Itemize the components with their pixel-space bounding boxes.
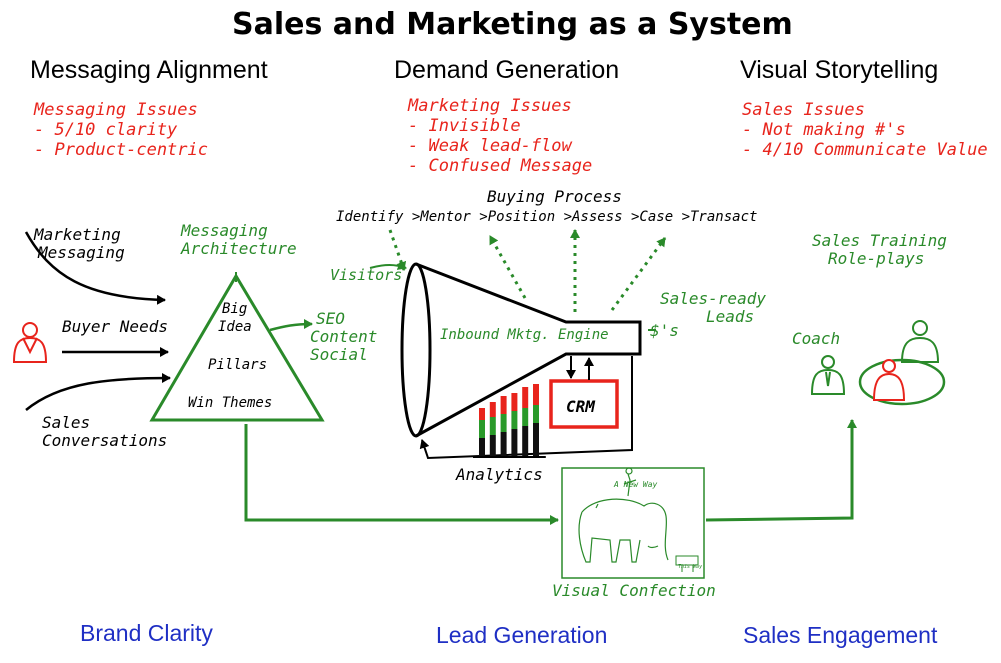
analytics-feedback-loop: [419, 356, 633, 460]
sales-issues-heading: Sales Issues: [742, 100, 865, 120]
messaging-architecture-triangle: [149, 273, 325, 422]
visitors-label: Visitors: [330, 266, 403, 284]
funnel-body: [415, 262, 642, 438]
salesperson-figure-icon: [872, 359, 906, 401]
visual-confection-frame: [561, 467, 705, 579]
big-idea-line: Big: [222, 301, 248, 317]
column-header-messaging-alignment: Messaging Alignment: [30, 56, 268, 84]
signpost-text: This Way: [678, 564, 703, 570]
visual-confection-caption: A New Way: [614, 480, 658, 489]
analytics-chart: [473, 384, 546, 458]
analytics-label: Analytics: [456, 465, 543, 484]
messaging-issues-heading: Messaging Issues: [34, 100, 198, 120]
messaging-issue-item: - 5/10 clarity: [34, 120, 178, 140]
buying-process-arrows: [388, 229, 667, 312]
visual-confection-label: Visual Confection: [552, 581, 716, 600]
sales-training-label: Sales Training Role-plays: [812, 232, 947, 268]
coach-label: Coach: [792, 329, 841, 348]
analytics-bar-segment: [522, 387, 529, 408]
big-idea-line: Idea: [218, 319, 252, 335]
buyer-needs-label: Buyer Needs: [62, 317, 168, 336]
trainee-figure-icon: [900, 320, 940, 363]
channel-social: Social: [310, 345, 368, 364]
sales-training-line: Role-plays: [828, 249, 925, 268]
analytics-bar-segment: [500, 414, 507, 432]
marketing-issues-list: Marketing Issues - Invisible - Weak lead…: [408, 96, 592, 176]
sales-ready-leads-line: Leads: [706, 307, 755, 326]
analytics-bar-segment: [500, 396, 507, 414]
analytics-bar-segment: [511, 429, 518, 456]
channel-seo: SEO: [316, 309, 345, 328]
sales-ready-leads-line: Sales-ready: [660, 289, 766, 308]
messaging-architecture-label: Messaging Architecture: [181, 222, 297, 258]
bottom-label-brand-clarity: Brand Clarity: [80, 620, 213, 646]
messaging-architecture-line: Architecture: [181, 239, 297, 258]
analytics-bar-segment: [533, 405, 539, 423]
sales-issues-list: Sales Issues - Not making #'s - 4/10 Com…: [742, 100, 988, 160]
analytics-bar-segment: [489, 402, 496, 417]
marketing-messaging-label: Marketing Messaging: [34, 226, 125, 262]
analytics-bar-segment: [489, 417, 496, 435]
big-idea-label: Big Idea: [218, 300, 252, 336]
pillars-label: Pillars: [208, 357, 268, 373]
coach-figure-icon: [810, 355, 846, 395]
signpost-icon: [675, 555, 699, 572]
analytics-bar-segment: [511, 393, 518, 411]
funnel-mouth: [400, 262, 432, 438]
buyer-figure-icon: [12, 322, 48, 363]
analytics-bar-segment: [479, 438, 485, 456]
analytics-bar-segment: [489, 435, 496, 456]
sales-ready-leads-label: Sales-ready Leads: [660, 290, 766, 326]
analytics-bar-segment: [533, 423, 539, 456]
bottom-label-sales-engagement: Sales Engagement: [743, 622, 938, 648]
sales-conversations-arrow: [25, 373, 171, 411]
bottom-label-lead-generation: Lead Generation: [436, 622, 608, 648]
win-themes-label: Win Themes: [188, 395, 273, 411]
channels-arrow: [269, 319, 313, 332]
sales-conversations-line: Sales: [42, 413, 91, 432]
sales-issue-item: - 4/10 Communicate Value: [742, 140, 988, 160]
marketing-issue-item: - Weak lead-flow: [408, 136, 572, 156]
sales-flow-arrow: [705, 419, 857, 522]
messaging-issues-list: Messaging Issues - 5/10 clarity - Produc…: [34, 100, 208, 160]
channel-content: Content: [310, 327, 378, 346]
messaging-architecture-line: Messaging: [181, 221, 268, 240]
buying-process-title: Buying Process: [487, 187, 622, 206]
analytics-bar-segment: [522, 426, 529, 456]
messaging-issue-item: - Product-centric: [34, 140, 208, 160]
sales-conversations-line: Conversations: [42, 431, 168, 450]
elephant-icon: [578, 467, 669, 563]
marketing-messaging-line: Messaging: [38, 243, 125, 262]
marketing-issue-item: - Invisible: [408, 116, 521, 136]
channels-label: SEO Content Social: [310, 310, 377, 364]
analytics-bar-segment: [511, 411, 518, 429]
analytics-bar-segment: [500, 432, 507, 456]
analytics-bar-segment: [479, 420, 485, 438]
column-header-demand-generation: Demand Generation: [394, 56, 620, 84]
dollars-label: $'s: [650, 321, 679, 340]
analytics-bar-segment: [479, 408, 485, 420]
crm-label: CRM: [566, 397, 595, 416]
marketing-issue-item: - Confused Message: [408, 156, 593, 176]
column-header-visual-storytelling: Visual Storytelling: [740, 56, 939, 84]
page-title: Sales and Marketing as a System: [232, 7, 793, 42]
sales-training-line: Sales Training: [812, 231, 947, 250]
inbound-engine-label: Inbound Mktg. Engine: [440, 327, 609, 343]
analytics-bar-segment: [533, 384, 539, 405]
marketing-issues-heading: Marketing Issues: [408, 96, 572, 116]
analytics-bar-segment: [522, 408, 529, 426]
sales-issue-item: - Not making #'s: [742, 120, 906, 140]
crm-box: [549, 379, 619, 429]
marketing-messaging-line: Marketing: [34, 225, 121, 244]
buying-process-steps: Identify >Mentor >Position >Assess >Case…: [336, 209, 758, 225]
sales-conversations-label: Sales Conversations: [42, 414, 167, 450]
brand-flow-arrow: [244, 424, 559, 525]
marketing-messaging-arrow: [24, 231, 166, 305]
